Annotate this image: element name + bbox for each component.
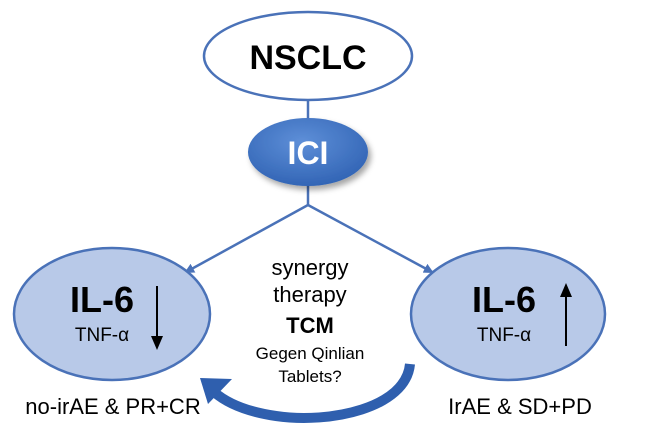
ici-node <box>248 118 368 186</box>
down-arrow-icon <box>151 286 163 350</box>
center-therapy: therapy <box>273 282 346 307</box>
center-synergy: synergy <box>271 255 348 280</box>
left-il6-label: IL-6 <box>70 279 134 320</box>
right-outcome-label: IrAE & SD+PD <box>448 394 592 419</box>
right-cytokine-node <box>409 246 607 382</box>
right-tnf-label: TNF-α <box>477 325 531 346</box>
left-cytokine-node <box>12 246 212 382</box>
arrow-to-right-node <box>307 203 434 274</box>
right-il6-label: IL-6 <box>472 279 536 320</box>
curved-feedback-arrow <box>200 363 415 423</box>
center-gegen-qinlian: Gegen Qinlian <box>256 344 365 363</box>
nsclc-label: NSCLC <box>249 39 366 77</box>
arrow-to-left-node <box>184 203 309 274</box>
center-tablets: Tablets? <box>278 367 341 386</box>
ici-label: ICI <box>288 135 329 171</box>
left-outcome-label: no-irAE & PR+CR <box>25 394 200 419</box>
center-tcm: TCM <box>286 313 334 338</box>
up-arrow-icon <box>560 283 572 346</box>
nsclc-node <box>202 10 414 102</box>
left-tnf-label: TNF-α <box>75 325 129 346</box>
